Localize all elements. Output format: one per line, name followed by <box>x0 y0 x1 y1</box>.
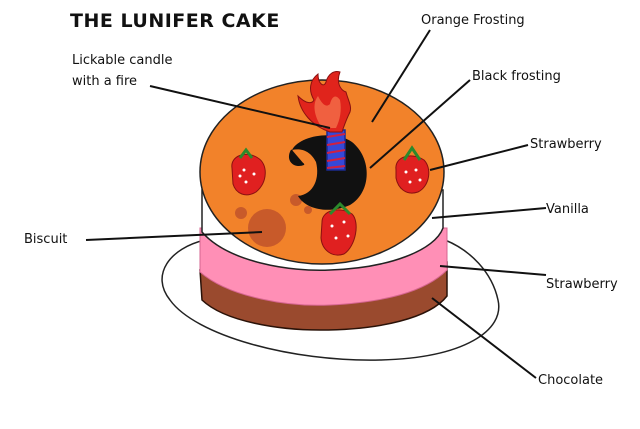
label-strawberry-top: Strawberry <box>530 137 602 152</box>
label-candle-line1: Lickable candle <box>72 53 173 68</box>
label-black-frosting: Black frosting <box>472 69 561 84</box>
leader-black-frosting <box>369 79 471 169</box>
strawberry-bottom <box>320 201 357 256</box>
leader-lines <box>85 29 547 379</box>
label-biscuit: Biscuit <box>24 232 68 247</box>
diagram-title: THE LUNIFER CAKE <box>70 10 280 32</box>
leader-strawberry-layer <box>439 265 547 276</box>
candle <box>326 129 346 171</box>
leader-strawberry-top <box>429 144 529 171</box>
strawberry-right <box>395 145 430 194</box>
label-strawberry-layer: Strawberry <box>546 277 618 292</box>
black-frosting-hole <box>292 135 367 210</box>
leader-candle <box>149 85 331 129</box>
label-chocolate: Chocolate <box>538 373 604 388</box>
strawberry-left <box>231 147 266 196</box>
leader-chocolate <box>431 297 537 379</box>
label-vanilla: Vanilla <box>546 202 589 217</box>
leader-vanilla <box>431 207 547 219</box>
biscuit <box>248 209 286 247</box>
leader-biscuit <box>85 231 263 241</box>
label-candle-line2: with a fire <box>72 74 138 89</box>
label-orange-frosting: Orange Frosting <box>421 13 525 28</box>
leader-orange-frosting <box>371 29 431 123</box>
